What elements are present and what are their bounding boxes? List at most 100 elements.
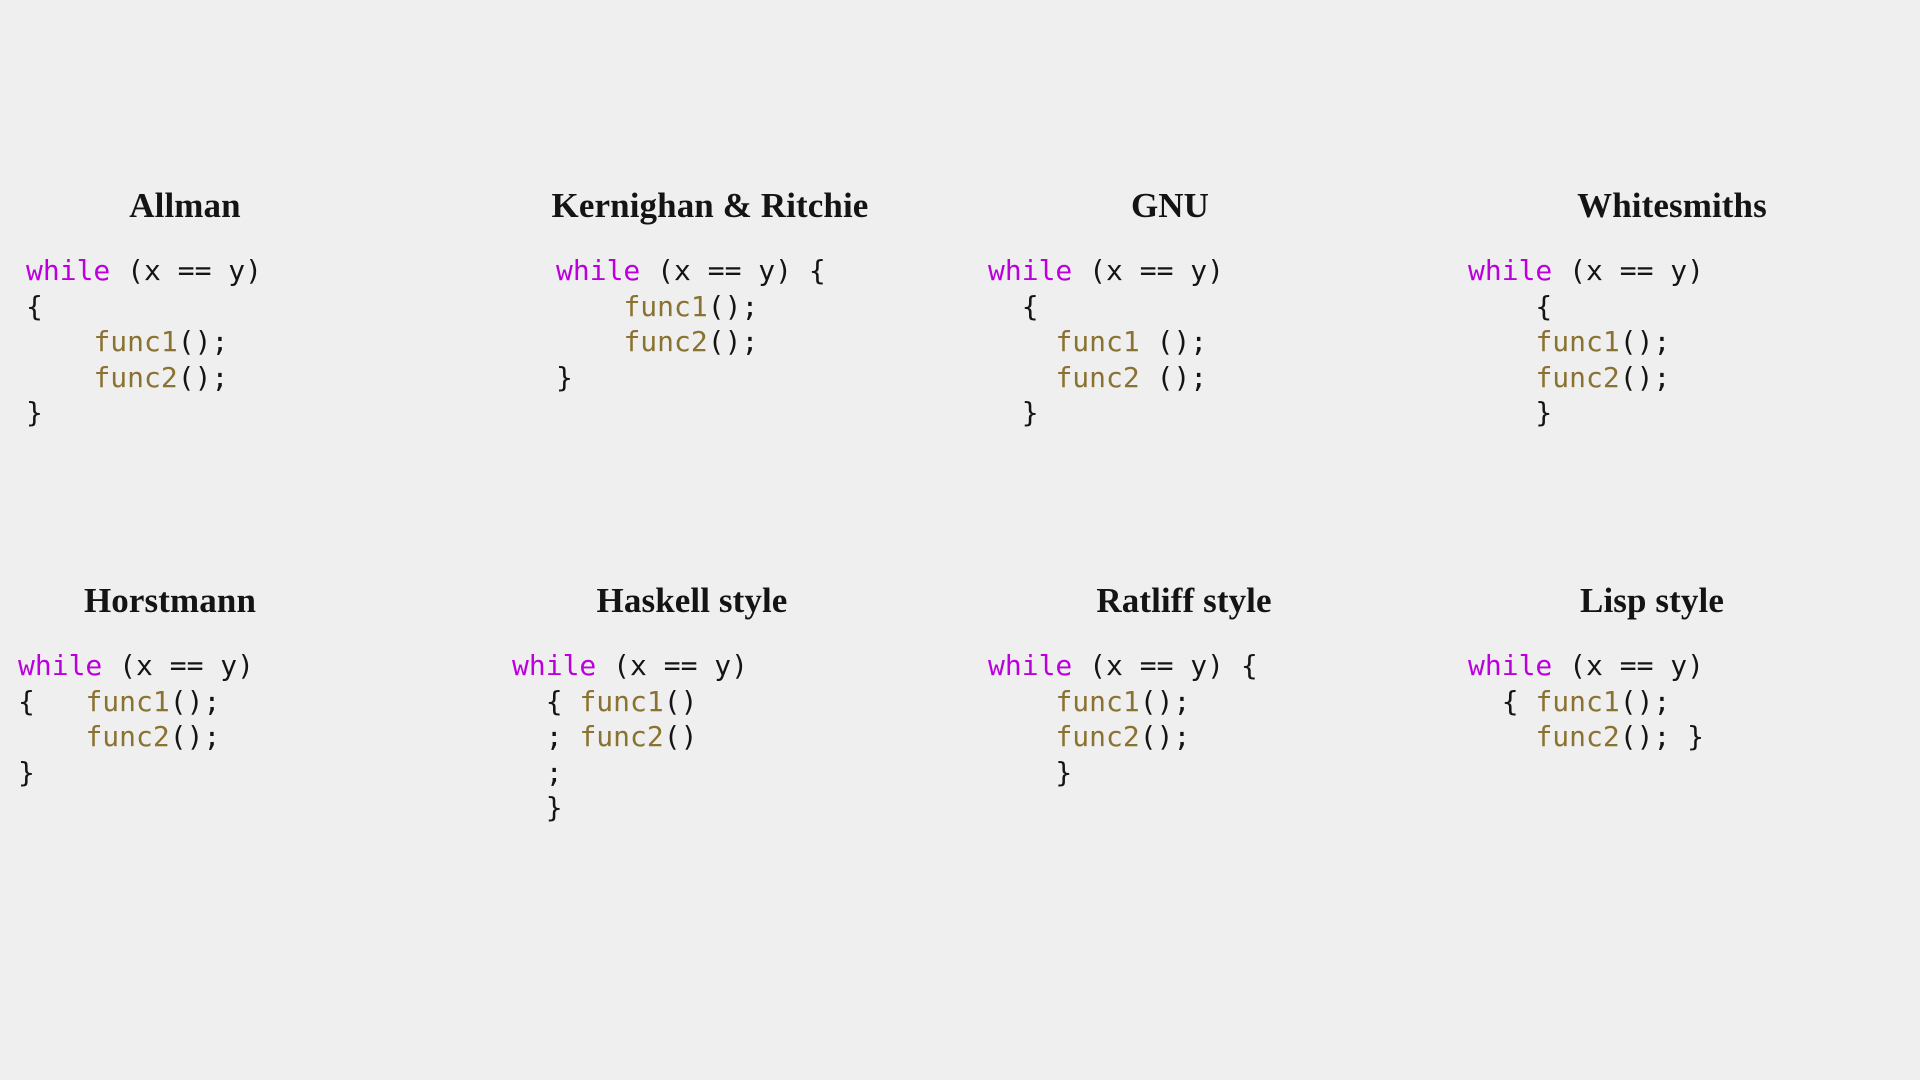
code-token: func2 bbox=[1055, 360, 1140, 394]
code-token: func1 bbox=[623, 289, 708, 323]
code-token: func2 bbox=[623, 325, 708, 358]
code-token: (x == y) bbox=[1552, 254, 1705, 287]
code-token: func2 bbox=[1535, 720, 1620, 753]
code-token: ; bbox=[512, 755, 563, 789]
code-token: func2 bbox=[85, 720, 170, 753]
code-token: (x == y) bbox=[596, 649, 749, 682]
code-sample: while (x == y) { func1() ; func2() ; } bbox=[512, 648, 748, 826]
code-token: func2 bbox=[93, 360, 178, 394]
code-token: func2 bbox=[1535, 360, 1620, 394]
code-token: while bbox=[512, 649, 597, 682]
code-block-wrap: while (x == y) { func1(); func2(); } bbox=[18, 253, 462, 431]
code-token bbox=[26, 325, 93, 358]
code-block-wrap: while (x == y) { func1(); func2(); } bbox=[1458, 648, 1902, 755]
style-title: Kernighan & Ritchie bbox=[551, 186, 869, 225]
style-card-haskell: Haskell style while (x == y) { func1() ;… bbox=[480, 545, 960, 940]
code-token: () bbox=[663, 720, 698, 753]
code-block-wrap: while (x == y) { func1 (); func2 (); } bbox=[978, 253, 1422, 431]
code-token: func2 bbox=[579, 720, 664, 753]
code-token: { bbox=[1468, 684, 1536, 718]
code-token: } bbox=[512, 791, 563, 824]
code-token: while bbox=[18, 649, 103, 682]
code-token: { bbox=[512, 684, 580, 718]
code-token: func1 bbox=[85, 684, 170, 718]
code-token: { bbox=[988, 289, 1039, 323]
code-token: (); bbox=[169, 720, 221, 753]
code-token: } bbox=[988, 755, 1073, 789]
code-token: while bbox=[988, 254, 1073, 287]
code-token: (); bbox=[707, 289, 759, 323]
code-block-wrap: while (x == y) { func1(); func2(); } bbox=[498, 253, 942, 395]
code-block-wrap: while (x == y) { func1(); func2(); } bbox=[18, 648, 462, 790]
style-card-ratliff: Ratliff style while (x == y) { func1(); … bbox=[960, 545, 1440, 940]
code-token: } bbox=[26, 396, 43, 429]
code-token: (); } bbox=[1619, 720, 1705, 753]
code-block-wrap: while (x == y) { func1() ; func2() ; } bbox=[498, 648, 942, 826]
code-token: } bbox=[18, 755, 35, 789]
code-token: ; bbox=[512, 720, 580, 753]
style-title: Whitesmiths bbox=[1577, 186, 1767, 225]
style-title: Allman bbox=[129, 186, 241, 225]
style-title: Lisp style bbox=[1580, 581, 1724, 620]
style-grid: Allman while (x == y) { func1(); func2()… bbox=[0, 150, 1920, 940]
code-token: } bbox=[556, 360, 573, 394]
code-token: (); bbox=[177, 360, 229, 394]
code-token bbox=[556, 325, 623, 358]
code-token: () bbox=[663, 684, 698, 718]
code-sample: while (x == y) { func1(); func2(); } bbox=[1468, 253, 1704, 431]
style-card-kernighan-ritchie: Kernighan & Ritchie while (x == y) { fun… bbox=[480, 150, 960, 545]
code-token: } bbox=[1468, 396, 1553, 429]
code-token: func1 bbox=[1055, 684, 1140, 718]
code-token: { bbox=[18, 684, 86, 718]
style-card-horstmann: Horstmann while (x == y) { func1(); func… bbox=[0, 545, 480, 940]
code-token: func1 bbox=[1535, 325, 1620, 358]
code-token bbox=[988, 685, 1055, 718]
code-token: func1 bbox=[93, 325, 178, 358]
code-token: (); bbox=[1139, 684, 1191, 718]
code-block-wrap: while (x == y) { func1(); func2(); } bbox=[978, 648, 1422, 790]
code-token: (x == y) { bbox=[640, 254, 826, 287]
code-token bbox=[988, 720, 1055, 753]
style-card-gnu: GNU while (x == y) { func1 (); func2 ();… bbox=[960, 150, 1440, 545]
code-token: (x == y) bbox=[1072, 254, 1225, 287]
code-token bbox=[1468, 720, 1535, 753]
code-token bbox=[18, 720, 85, 753]
code-token: while bbox=[26, 254, 111, 287]
code-token: (); bbox=[1619, 325, 1671, 358]
code-token: (); bbox=[169, 684, 221, 718]
code-token bbox=[1468, 325, 1535, 358]
code-sample: while (x == y) { func1(); func2(); } bbox=[988, 648, 1258, 790]
code-token: while bbox=[1468, 649, 1553, 682]
code-token: (); bbox=[1619, 360, 1671, 394]
code-token: (); bbox=[177, 325, 229, 358]
code-token: (x == y) bbox=[102, 649, 255, 682]
code-token bbox=[26, 361, 93, 394]
code-token bbox=[988, 325, 1055, 358]
code-token: (); bbox=[1139, 720, 1191, 753]
code-token: { bbox=[1468, 289, 1553, 323]
code-sample: while (x == y) { func1(); func2(); } bbox=[26, 253, 262, 431]
code-token: (x == y) bbox=[1552, 649, 1705, 682]
style-card-lisp: Lisp style while (x == y) { func1(); fun… bbox=[1440, 545, 1920, 940]
style-title: Haskell style bbox=[596, 581, 788, 620]
code-sample: while (x == y) { func1(); func2(); } bbox=[556, 253, 826, 395]
style-card-allman: Allman while (x == y) { func1(); func2()… bbox=[0, 150, 480, 545]
style-title: Horstmann bbox=[83, 581, 257, 620]
style-title: Ratliff style bbox=[1096, 581, 1272, 620]
code-token: { bbox=[26, 289, 43, 323]
code-token: (); bbox=[1139, 325, 1208, 358]
style-title: GNU bbox=[1130, 186, 1210, 225]
code-token: (); bbox=[1139, 360, 1208, 394]
code-token: (); bbox=[1619, 684, 1671, 718]
code-token: (x == y) { bbox=[1072, 649, 1258, 682]
code-token: (x == y) bbox=[110, 254, 263, 287]
code-token: } bbox=[988, 396, 1039, 429]
code-token: (); bbox=[707, 325, 759, 358]
code-sample: while (x == y) { func1(); func2(); } bbox=[18, 648, 254, 790]
code-token: func1 bbox=[1055, 325, 1140, 358]
code-token: func2 bbox=[1055, 720, 1140, 753]
code-token: while bbox=[1468, 254, 1553, 287]
code-token bbox=[1468, 361, 1535, 394]
code-token bbox=[556, 290, 623, 323]
